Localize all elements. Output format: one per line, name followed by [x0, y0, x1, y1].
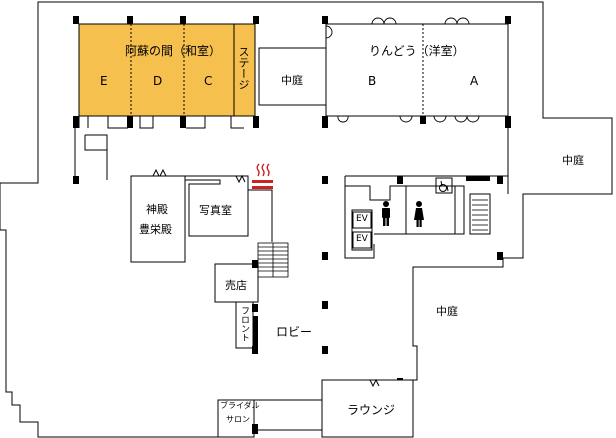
wheelchair-icon: [435, 177, 453, 194]
elevator-label-1: EV: [356, 214, 368, 224]
lounge-label: ラウンジ: [347, 403, 396, 417]
shinden-label-1: 神殿: [146, 203, 168, 216]
photo-studio-room: [185, 175, 249, 237]
courtyard-right-label: 中庭: [562, 154, 584, 167]
stage-label: ステージ: [237, 46, 250, 90]
bridal-salon-label-2: サロン: [226, 415, 250, 424]
photo-studio-label: 写真室: [199, 204, 232, 217]
aso-room-c: C: [204, 74, 213, 88]
courtyard-bottom-label: 中庭: [436, 305, 458, 318]
elevator-label-2: EV: [356, 234, 368, 244]
bridal-salon-room: [217, 399, 255, 438]
aso-room-e: E: [100, 74, 108, 88]
shinden-label-2: 豊栄殿: [139, 223, 172, 236]
shinden-room: [130, 175, 186, 263]
smoking-area-icon: [252, 163, 273, 189]
aso-room-d: D: [153, 74, 163, 88]
rindou-hall: [325, 23, 509, 117]
female-restroom-icon: [414, 201, 424, 227]
bridal-salon-label-1: ブライダル: [220, 401, 260, 410]
aso-hall: [78, 23, 256, 117]
shop-room: [214, 263, 259, 303]
aso-hall-title: 阿蘇の間（和室）: [125, 44, 222, 58]
shop-label: 売店: [225, 279, 247, 292]
rindou-room-b: B: [368, 74, 377, 88]
lounge-room: [321, 379, 414, 438]
rindou-hall-title: りんどう（洋室）: [369, 44, 465, 58]
male-restroom-icon: [382, 201, 390, 226]
front-desk-label: フロント: [239, 306, 249, 342]
courtyard-top-label: 中庭: [281, 74, 303, 87]
rindou-room-a: A: [470, 74, 479, 88]
lobby-label: ロビー: [276, 325, 313, 339]
